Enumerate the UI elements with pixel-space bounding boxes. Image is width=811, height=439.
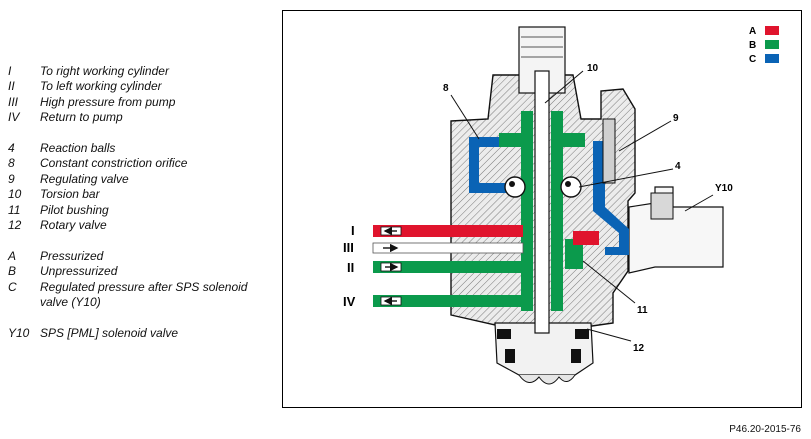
callout-4: 4 bbox=[675, 161, 681, 172]
reaction-balls bbox=[504, 176, 582, 198]
key-label-A: A bbox=[749, 26, 756, 37]
rotary-valve-sleeve bbox=[499, 111, 585, 311]
input-shaft bbox=[518, 26, 566, 334]
valve-cross-section: A B C bbox=[343, 26, 779, 385]
key-swatch-C bbox=[765, 54, 779, 63]
pinion-teeth bbox=[518, 374, 576, 385]
diagram-frame: A B C bbox=[282, 10, 802, 408]
port-I-line bbox=[373, 225, 523, 237]
callout-12: 12 bbox=[633, 343, 645, 354]
port-label-II: II bbox=[347, 260, 354, 275]
regulated-pressure-channels bbox=[469, 118, 629, 255]
callout-Y10: Y10 bbox=[715, 183, 733, 194]
color-key: A B C bbox=[749, 26, 779, 65]
callout-11: 11 bbox=[637, 305, 648, 316]
seal-right bbox=[575, 329, 589, 339]
key-label-C: C bbox=[749, 54, 756, 65]
port-IV-line bbox=[373, 295, 523, 307]
ring-right bbox=[571, 349, 581, 363]
port-I-outlet bbox=[573, 231, 599, 245]
port-label-IV: IV bbox=[343, 294, 356, 309]
key-swatch-A bbox=[765, 26, 779, 35]
torsion-bar bbox=[534, 70, 550, 334]
callout-8: 8 bbox=[443, 83, 449, 94]
seal-left bbox=[497, 329, 511, 339]
port-label-III: III bbox=[343, 240, 354, 255]
port-III-line bbox=[372, 242, 524, 254]
callouts: 8 10 9 4 Y10 11 12 bbox=[443, 63, 733, 354]
callout-leaders bbox=[450, 70, 714, 342]
regulating-valve-spring bbox=[602, 118, 616, 184]
port-II-line bbox=[373, 261, 523, 273]
port-label-I: I bbox=[351, 223, 355, 238]
figure-id: P46.20-2015-76 bbox=[729, 424, 801, 435]
ring-left bbox=[505, 349, 515, 363]
solenoid-housing bbox=[628, 186, 724, 274]
callout-10: 10 bbox=[587, 63, 599, 74]
callout-9: 9 bbox=[673, 113, 679, 124]
key-label-B: B bbox=[749, 40, 756, 51]
key-swatch-B bbox=[765, 40, 779, 49]
solenoid-connector bbox=[650, 192, 674, 220]
ports bbox=[372, 225, 599, 307]
